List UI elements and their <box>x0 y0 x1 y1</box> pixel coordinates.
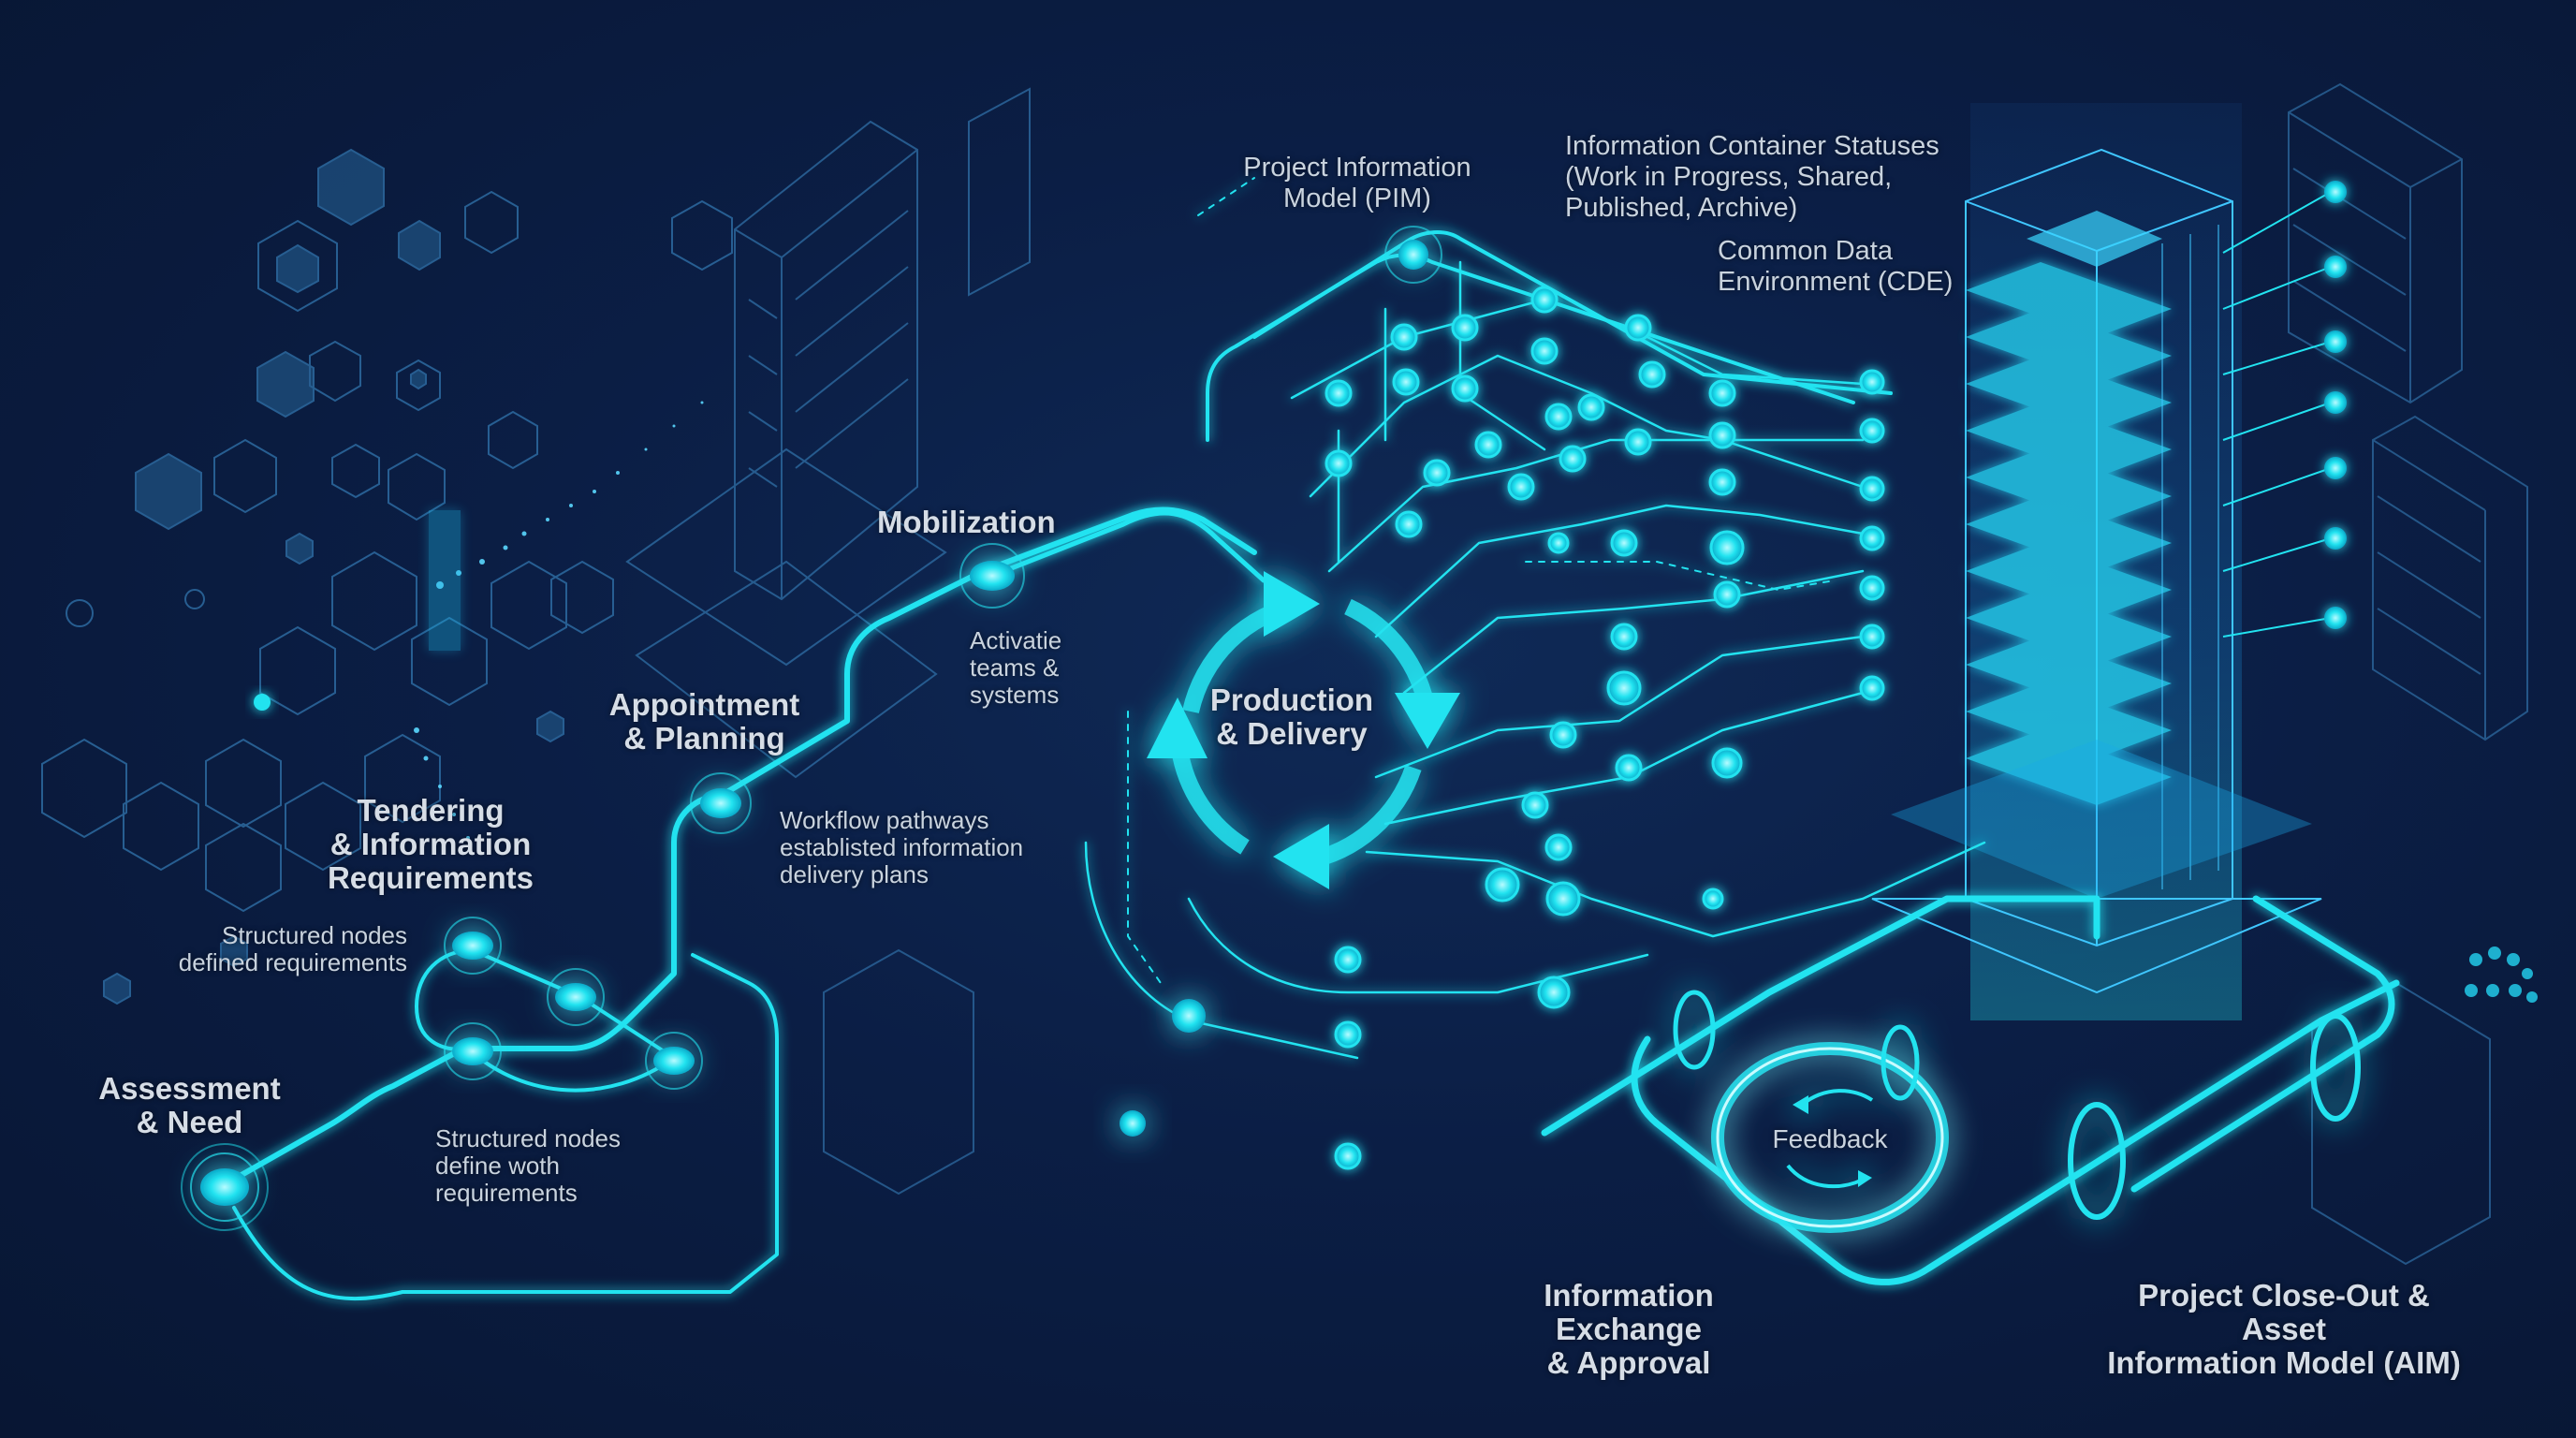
annotation-mobilization-line2: teams & <box>970 653 1060 682</box>
stage-label-tendering-line1: Tendering <box>357 793 505 828</box>
dot-grid <box>2465 946 2538 1003</box>
stage-label-closeout-line2: Information Model (AIM) <box>2107 1345 2461 1380</box>
network-nodes <box>1325 286 1885 1170</box>
annotation-statuses-line2: (Work in Progress, Shared, <box>1565 162 1893 192</box>
stage-label-production-line1: Production <box>1209 682 1374 717</box>
stage-label-assessment-line1: Assessment <box>98 1071 281 1106</box>
stage-label-closeout-line1: Project Close-Out & Asset <box>2138 1278 2430 1346</box>
stage-label-assessment: Assessment & Need <box>98 1072 281 1139</box>
node-assessment <box>181 1143 269 1231</box>
stage-label-tendering-line2: & Information <box>329 827 532 861</box>
stage-label-feedback: Feedback <box>1760 1125 1900 1152</box>
stage-label-feedback-line1: Feedback <box>1772 1124 1888 1153</box>
stage-label-assessment-line2: & Need <box>136 1105 243 1139</box>
cde-tower <box>1871 103 2347 1020</box>
annotation-assessment: Structured nodes define woth requirement… <box>435 1125 679 1207</box>
stage-label-mobilization: Mobilization <box>877 506 1056 539</box>
annotation-tendering-line2: defined requirements <box>178 948 407 976</box>
stage-label-appointment-line2: & Planning <box>623 721 785 756</box>
annotation-assessment-line1: Structured nodes <box>435 1124 622 1152</box>
annotation-tendering-line1: Structured nodes <box>221 921 407 949</box>
annotation-mobilization: Activatie teams & systems <box>970 627 1101 709</box>
wireframe-building-left <box>625 87 1031 779</box>
annotation-cde: Common Data Environment (CDE) <box>1718 236 1980 298</box>
feedback-loop <box>1673 990 2361 1233</box>
annotation-statuses-line3: Published, Archive) <box>1565 193 1798 223</box>
annotation-statuses-line1: Information Container Statuses <box>1565 131 1939 161</box>
stage-hub-nodes <box>181 226 1442 1231</box>
stage-label-mobilization-line1: Mobilization <box>877 505 1056 539</box>
stage-label-production-line2: & Delivery <box>1216 716 1368 751</box>
node-pim <box>1384 226 1442 284</box>
exchange-loop-path <box>1541 895 2100 1137</box>
annotation-cde-line2: Environment (CDE) <box>1718 267 1954 297</box>
node-tendering <box>444 917 502 975</box>
annotation-pim-line1: Project Information <box>1243 153 1471 183</box>
lifecycle-main-path <box>217 506 1257 1190</box>
stage-label-tendering-line3: Requirements <box>327 860 534 895</box>
annotation-mobilization-line1: Activatie <box>970 626 1062 654</box>
stage-label-appointment: Appointment & Planning <box>599 688 810 756</box>
annotation-appointment: Workflow pathways establisted informatio… <box>780 807 1079 888</box>
node-tendering-b <box>547 968 605 1026</box>
annotation-assessment-line3: requirements <box>435 1179 578 1207</box>
container-status-nodes <box>2222 181 2347 638</box>
production-cycle-arrows <box>1147 571 1460 889</box>
annotation-appointment-line3: delivery plans <box>780 860 929 888</box>
annotation-pim-line2: Model (PIM) <box>1283 183 1431 213</box>
annotation-appointment-line2: establisted information <box>780 833 1024 861</box>
annotation-assessment-line2: define woth <box>435 1152 560 1180</box>
node-appointment <box>690 772 752 834</box>
node-mobilization <box>959 543 1025 609</box>
node-tendering-c <box>444 1022 502 1080</box>
annotation-pim: Project Information Model (PIM) <box>1217 153 1498 214</box>
stage-label-exchange: Information Exchange & Approval <box>1479 1279 1778 1380</box>
hexagon-cluster <box>41 148 733 1005</box>
annotation-tendering: Structured nodes defined requirements <box>159 922 407 976</box>
annotation-cde-line1: Common Data <box>1718 236 1893 266</box>
stage-label-exchange-line2: & Approval <box>1546 1345 1711 1380</box>
wireframe-building-right <box>823 82 2528 1266</box>
stage-label-appointment-line1: Appointment <box>608 687 800 722</box>
node-tendering-d <box>645 1032 703 1090</box>
annotation-mobilization-line3: systems <box>970 681 1060 709</box>
stage-label-production: Production & Delivery <box>1198 683 1385 751</box>
annotation-container-statuses: Information Container Statuses (Work in … <box>1565 131 1958 224</box>
tower-floor-slabs <box>1966 262 2172 805</box>
stage-label-closeout: Project Close-Out & Asset Information Mo… <box>2097 1279 2471 1380</box>
stage-label-tendering: Tendering & Information Requirements <box>318 794 543 895</box>
stage-label-exchange-line1: Information Exchange <box>1544 1278 1714 1346</box>
annotation-appointment-line1: Workflow pathways <box>780 806 989 834</box>
